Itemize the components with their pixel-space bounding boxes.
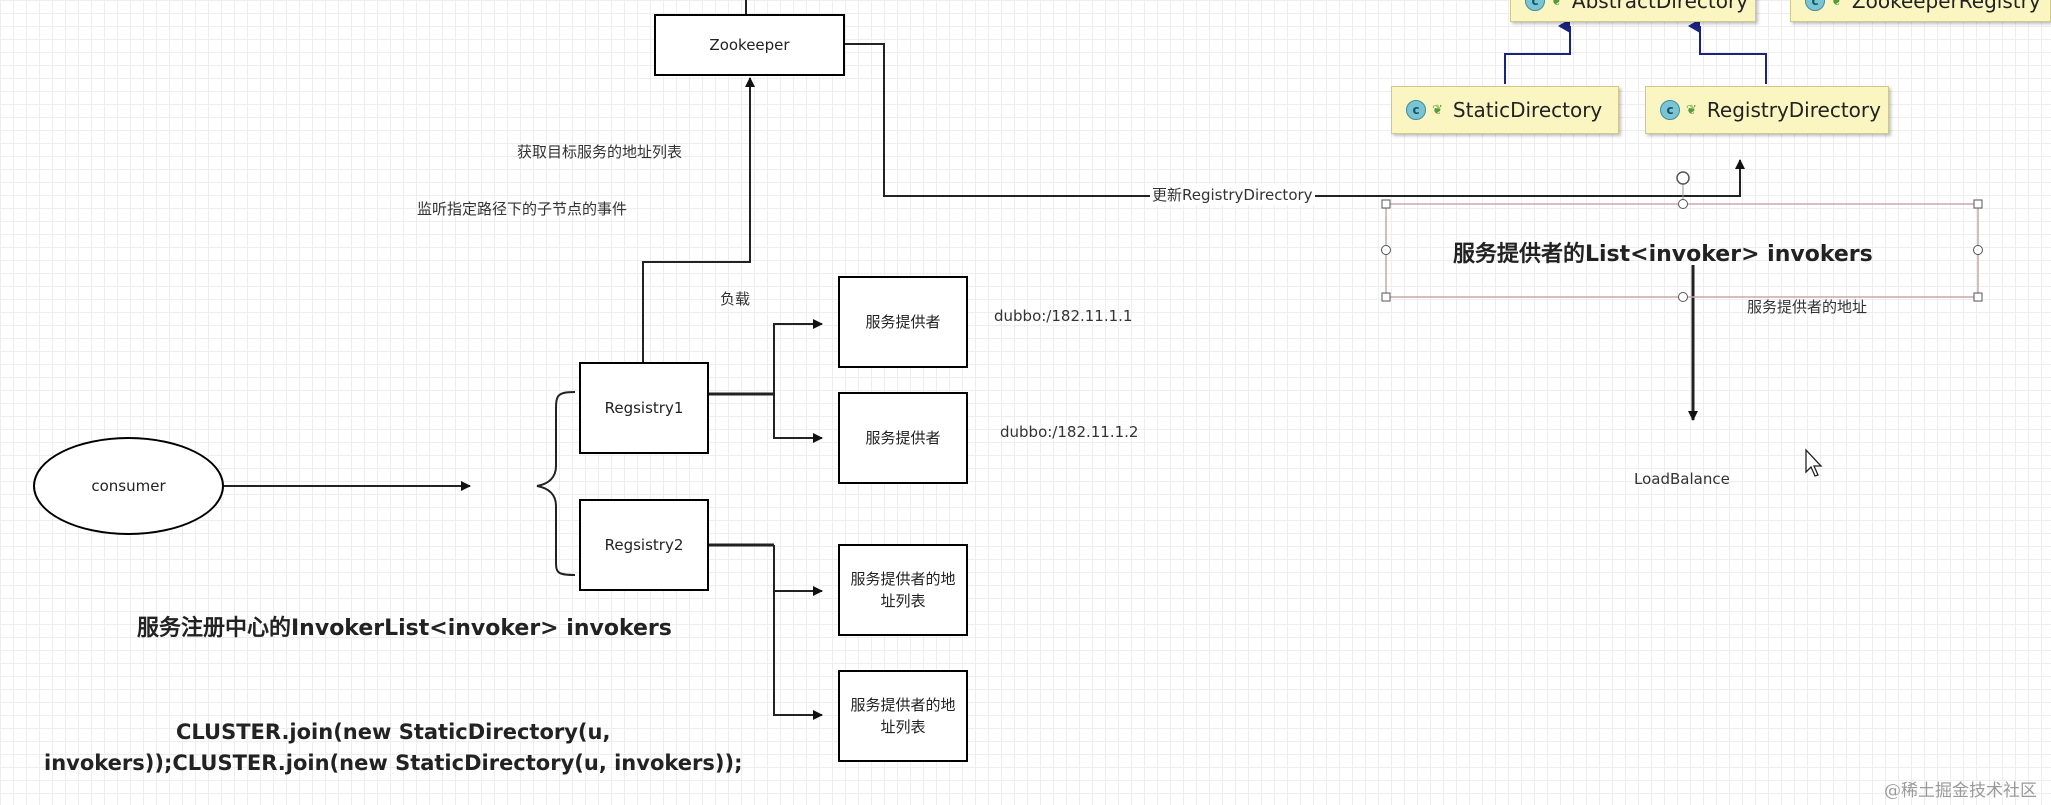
selection-handle-tl[interactable]	[1381, 199, 1391, 209]
class-icon-letter: c	[1412, 103, 1420, 117]
cluster-join-line-1: CLUSTER.join(new StaticDirectory(u,	[176, 720, 611, 744]
load-label: 负载	[720, 290, 751, 308]
update-registry-directory-label: 更新RegistryDirectory	[1150, 184, 1315, 205]
selection-handle-bottom[interactable]	[1678, 292, 1688, 302]
static-directory-inherits	[1504, 19, 1571, 84]
selection-handle-right[interactable]	[1973, 245, 1983, 255]
provider-node-2[interactable]: 服务提供者	[838, 392, 968, 484]
cluster-join-line-2: invokers));CLUSTER.join(new StaticDirect…	[44, 751, 743, 775]
leaf-icon: ❦	[1432, 102, 1443, 118]
selection-rotate-handle[interactable]	[1676, 171, 1690, 185]
zookeeper-label: Zookeeper	[709, 36, 790, 54]
provider-address-label: 服务提供者的地址	[1747, 298, 1868, 316]
selection-handle-top[interactable]	[1678, 199, 1688, 209]
update-registry-directory-arrow	[845, 43, 1745, 197]
uml-class-registry-directory[interactable]: c ❦ RegistryDirectory	[1645, 86, 1889, 134]
registry-directory-label: RegistryDirectory	[1706, 98, 1881, 122]
registry1-to-provider1	[773, 319, 823, 394]
class-icon: c	[1805, 0, 1825, 11]
leaf-icon: ❦	[1551, 0, 1562, 9]
selection-handle-bl[interactable]	[1381, 292, 1391, 302]
class-icon: c	[1525, 0, 1545, 11]
class-icon: c	[1660, 100, 1680, 120]
provider-address-list-node-2[interactable]: 服务提供者的地址列表	[838, 670, 968, 762]
provider-2-label: 服务提供者	[865, 429, 941, 447]
static-directory-label: StaticDirectory	[1452, 98, 1603, 122]
registry-invoker-list-heading: 服务注册中心的InvokerList<invoker> invokers	[137, 616, 672, 641]
selection-handle-left[interactable]	[1381, 245, 1391, 255]
consumer-label: consumer	[91, 477, 166, 495]
leaf-icon: ❦	[1831, 0, 1842, 9]
registry2-label: Regsistry2	[604, 536, 684, 554]
selection-handle-br[interactable]	[1973, 292, 1983, 302]
listen-children-label: 监听指定路径下的子节点的事件	[417, 200, 628, 218]
registry1-to-provider2	[773, 394, 823, 443]
registry2-to-list1	[773, 545, 823, 596]
provider-invoker-list-heading: 服务提供者的List<invoker> invokers	[1453, 242, 1873, 267]
registry1-label: Regsistry1	[604, 399, 684, 417]
dubbo-address-2: dubbo:/182.11.1.2	[1000, 423, 1139, 441]
registry1-node[interactable]: Regsistry1	[579, 362, 709, 454]
class-icon-letter: c	[1811, 0, 1819, 8]
leaf-icon: ❦	[1686, 102, 1697, 118]
class-icon: c	[1406, 100, 1426, 120]
provider-address-list-2-label: 服务提供者的地址列表	[850, 696, 956, 736]
consumer-node[interactable]: consumer	[33, 437, 224, 535]
registry-brace	[536, 391, 576, 576]
registry2-to-list2	[773, 545, 823, 720]
uml-class-zookeeper-registry[interactable]: c ❦ ZookeeperRegistry	[1790, 0, 2051, 22]
registry2-node[interactable]: Regsistry2	[579, 499, 709, 591]
selection-handle-tr[interactable]	[1973, 199, 1983, 209]
registry-to-zookeeper-arrow	[642, 77, 755, 362]
watermark: @稀土掘金技术社区	[1884, 781, 2037, 801]
zookeeper-registry-label: ZookeeperRegistry	[1851, 0, 2041, 13]
dubbo-address-1: dubbo:/182.11.1.1	[994, 307, 1133, 325]
abstract-directory-label: AbstractDirectory	[1571, 0, 1749, 13]
provider-node-1[interactable]: 服务提供者	[838, 276, 968, 368]
uml-class-static-directory[interactable]: c ❦ StaticDirectory	[1391, 86, 1619, 134]
class-icon-letter: c	[1666, 103, 1674, 117]
provider-address-list-node-1[interactable]: 服务提供者的地址列表	[838, 544, 968, 636]
load-balance-label: LoadBalance	[1634, 470, 1730, 488]
provider-1-label: 服务提供者	[865, 313, 941, 331]
uml-class-abstract-directory[interactable]: c ❦ AbstractDirectory	[1510, 0, 1756, 22]
registry-directory-inherits	[1688, 19, 1767, 84]
class-icon-letter: c	[1531, 0, 1539, 8]
cursor-arrow-icon	[1805, 448, 1823, 477]
get-address-list-label: 获取目标服务的地址列表	[517, 143, 683, 161]
provider-address-list-1-label: 服务提供者的地址列表	[850, 570, 956, 610]
zookeeper-node[interactable]: Zookeeper	[654, 14, 845, 76]
